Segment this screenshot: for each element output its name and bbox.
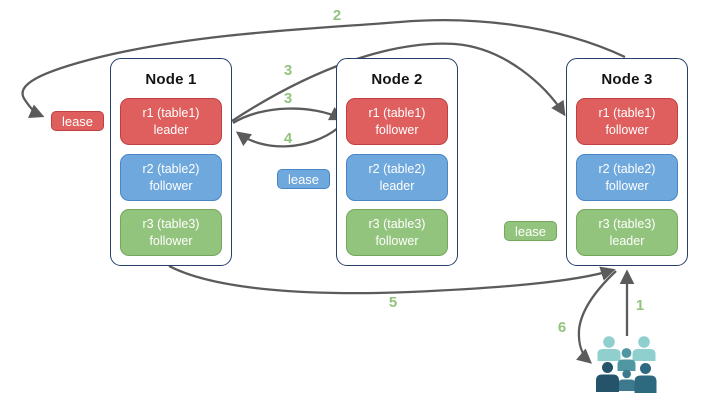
replica-name: r2 (table2) xyxy=(368,162,426,176)
replica-role: follower xyxy=(605,178,649,193)
step-label-3b: 3 xyxy=(283,90,293,107)
node-1-replica-r2: r2 (table2) follower xyxy=(120,154,222,201)
user-back-left xyxy=(597,336,621,361)
node-1-replica-r1: r1 (table1) leader xyxy=(120,98,222,145)
step-label-5: 5 xyxy=(388,294,398,311)
lease-badge-r1: lease xyxy=(51,111,104,131)
step-label-4: 4 xyxy=(283,130,293,147)
node-3-replica-r1: r1 (table1) follower xyxy=(576,98,678,145)
node-1-title: Node 1 xyxy=(145,71,197,88)
step-label-2: 2 xyxy=(332,7,342,24)
node-2-replica-r2: r2 (table2) leader xyxy=(346,154,448,201)
node-1-replica-r3: r3 (table3) follower xyxy=(120,209,222,256)
node-1: Node 1 r1 (table1) leader r2 (table2) fo… xyxy=(110,58,232,266)
users-icon xyxy=(596,336,657,393)
node-2-title: Node 2 xyxy=(371,71,423,88)
user-back-right xyxy=(632,336,656,361)
replica-name: r1 (table1) xyxy=(142,106,200,120)
replica-name: r3 (table3) xyxy=(368,217,426,231)
step-label-1: 1 xyxy=(635,297,645,314)
replica-name: r2 (table2) xyxy=(598,162,656,176)
node-2-replica-r3: r3 (table3) follower xyxy=(346,209,448,256)
replica-name: r3 (table3) xyxy=(598,217,656,231)
replica-name: r1 (table1) xyxy=(598,106,656,120)
user-front-center xyxy=(618,369,636,391)
step-label-3a: 3 xyxy=(283,62,293,79)
replica-role: follower xyxy=(149,178,193,193)
step-label-6: 6 xyxy=(557,319,567,336)
user-front-right xyxy=(634,363,657,393)
replica-role: follower xyxy=(605,122,649,137)
arrow-step3-short xyxy=(232,107,345,124)
replica-role: follower xyxy=(375,233,419,248)
arrow-step5 xyxy=(168,264,616,295)
node-2: Node 2 r1 (table1) follower r2 (table2) … xyxy=(336,58,458,266)
replica-role: follower xyxy=(149,233,193,248)
user-middle xyxy=(617,348,636,371)
user-front-left xyxy=(596,362,619,392)
node-3-replica-r3: r3 (table3) leader xyxy=(576,209,678,256)
lease-badge-r3: lease xyxy=(504,221,557,241)
node-2-replica-r1: r1 (table1) follower xyxy=(346,98,448,145)
replica-role: leader xyxy=(153,122,189,137)
replica-role: leader xyxy=(379,178,415,193)
replica-name: r3 (table3) xyxy=(142,217,200,231)
node-3-replica-r2: r2 (table2) follower xyxy=(576,154,678,201)
replica-name: r2 (table2) xyxy=(142,162,200,176)
replica-name: r1 (table1) xyxy=(368,106,426,120)
replica-role: follower xyxy=(375,122,419,137)
node-3: Node 3 r1 (table1) follower r2 (table2) … xyxy=(566,58,688,266)
lease-badge-r2: lease xyxy=(277,169,330,189)
replica-role: leader xyxy=(609,233,645,248)
node-3-title: Node 3 xyxy=(601,71,653,88)
